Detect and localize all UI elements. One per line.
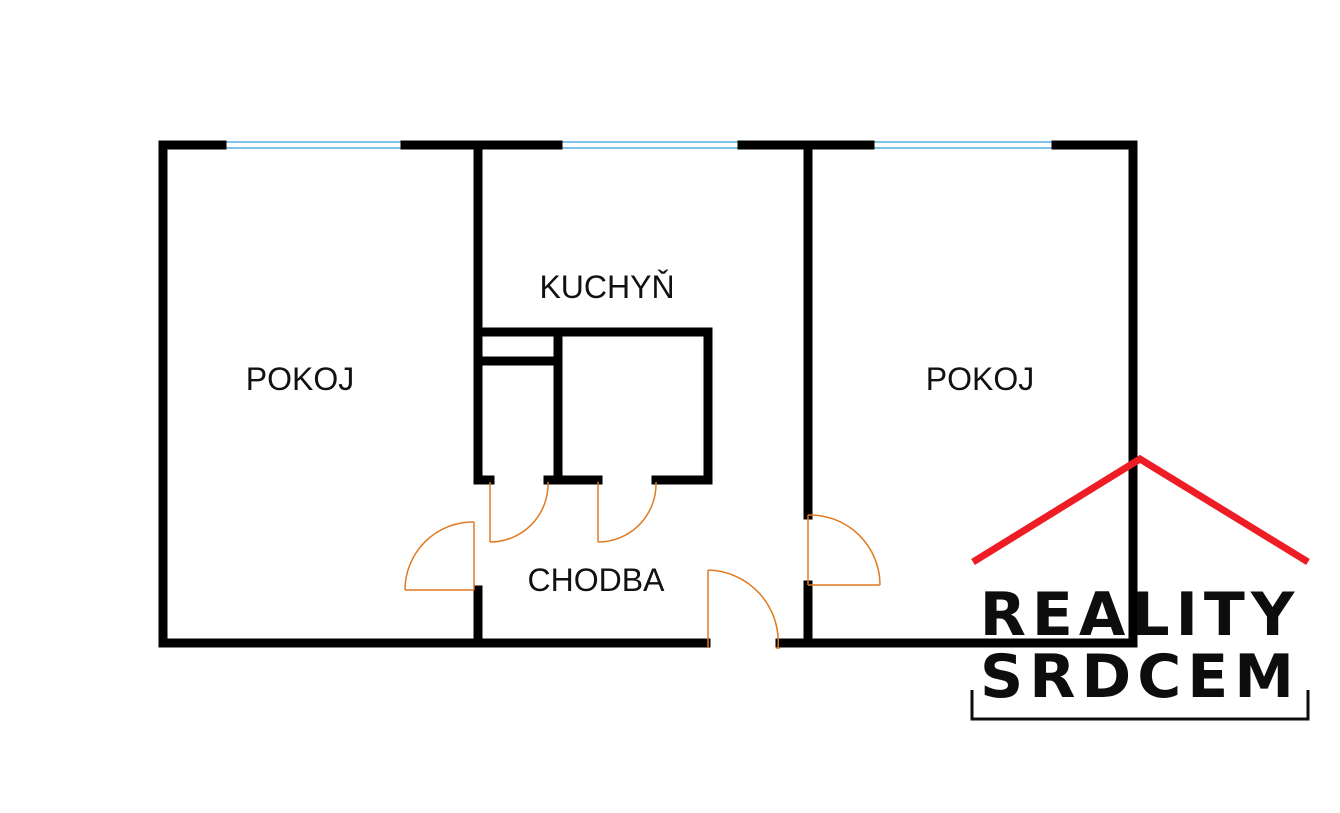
logo-line2: SRDCEM [980, 642, 1300, 712]
window-kitchen [558, 141, 742, 149]
door-wc [489, 481, 549, 543]
room-label-left: POKOJ [246, 361, 354, 397]
logo-line1: REALITY [980, 580, 1301, 650]
room-label-hallway: CHODBA [528, 562, 666, 598]
window-left [222, 141, 405, 149]
logo: REALITY SRDCEM [970, 454, 1310, 721]
window-right [870, 141, 1056, 149]
door-entrance [707, 569, 780, 649]
room-label-right: POKOJ [926, 361, 1034, 397]
doors [404, 481, 881, 649]
walls [158, 140, 1138, 648]
room-label-kitchen: KUCHYŇ [539, 269, 674, 305]
windows [222, 141, 1056, 149]
door-bathroom [597, 481, 657, 543]
logo-bracket-icon [970, 690, 1310, 721]
door-right-room [807, 514, 881, 586]
logo-roof-icon [971, 454, 1310, 565]
door-left-room [404, 521, 475, 591]
